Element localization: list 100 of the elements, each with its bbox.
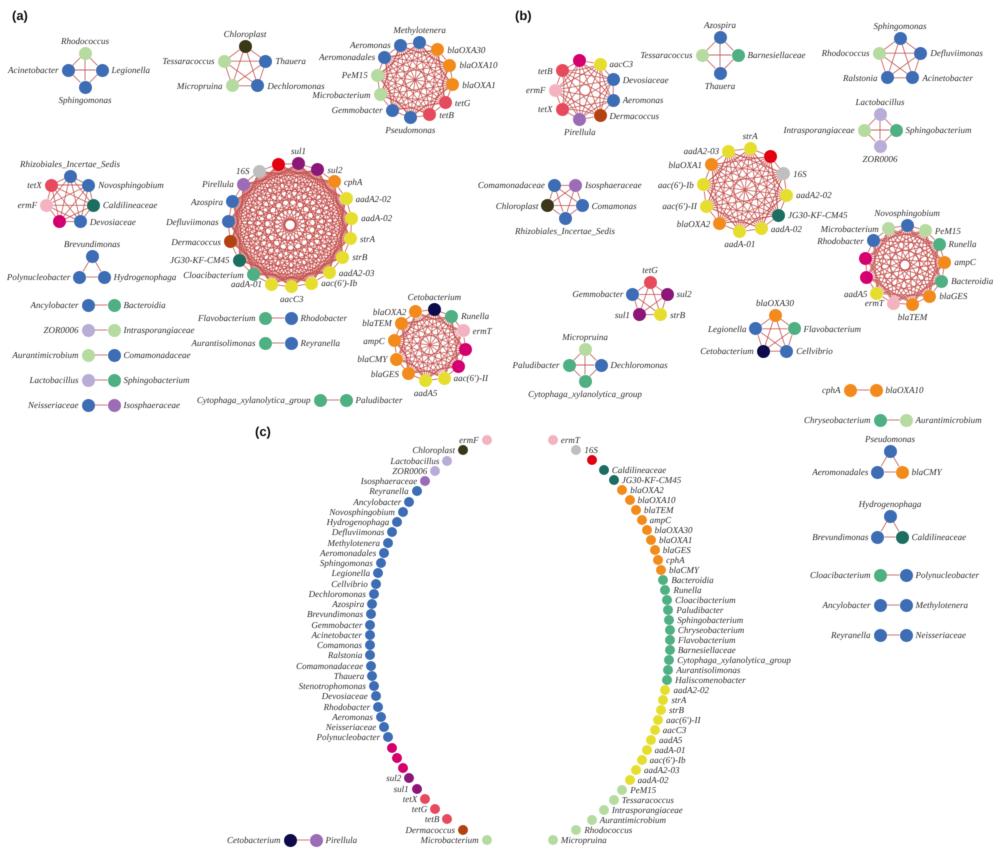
node-label: Runella [673, 585, 702, 595]
node-label: Rhodococcus [822, 48, 870, 58]
node-label: aac(6')-Ib [658, 180, 694, 190]
node-label: aadA2-03 [684, 146, 720, 156]
node-circle [284, 834, 296, 846]
node-circle [259, 54, 272, 68]
node-label: Rhodobacter [300, 313, 347, 323]
node-label: aac(6')-Ib [321, 278, 358, 288]
node-circle [383, 732, 393, 742]
node-circle [874, 628, 886, 642]
node-label: Defluviimonas [166, 216, 219, 227]
node-circle [224, 235, 237, 248]
node-circle [40, 198, 54, 212]
node-label: tetG [642, 264, 658, 274]
node-circle [438, 96, 452, 110]
node-circle [374, 88, 387, 102]
node-circle [900, 414, 912, 426]
node-label: Comamonas [317, 640, 362, 650]
node-label: Methylotenera [393, 24, 446, 35]
node-circle [654, 308, 668, 322]
node-circle [285, 280, 298, 294]
node-circle [608, 795, 619, 805]
node-label: aadA2-03 [644, 765, 680, 775]
node-circle [548, 835, 558, 845]
node-label: Ancylobacter [822, 600, 870, 610]
node-circle [378, 50, 392, 64]
node-circle [264, 278, 278, 291]
node-circle [392, 752, 402, 763]
node-circle [64, 170, 76, 182]
panel-label: (c) [255, 424, 271, 439]
node-label: cphA [344, 176, 362, 187]
panel-label: (a) [12, 8, 28, 23]
node-circle [664, 625, 675, 635]
node-circle [664, 645, 675, 655]
node-label: Thauera [704, 80, 736, 90]
node-circle [62, 64, 74, 76]
node-circle [562, 358, 576, 372]
node-circle [788, 322, 801, 336]
node-label: Polynucleobacter [316, 732, 380, 742]
node-label: Methylotenera [328, 538, 380, 548]
node-circle [284, 312, 298, 324]
node-circle [578, 342, 592, 356]
node-label: Polynucleobacter [6, 272, 70, 282]
node-circle [373, 702, 384, 712]
node-label: Pirellula [202, 179, 234, 190]
node-circle [700, 200, 713, 213]
node-label: aadA2-02 [673, 685, 709, 695]
node-label: sul2 [676, 289, 692, 300]
node-circle [874, 140, 886, 152]
node-circle [387, 527, 398, 538]
node-label: Lactobacillus [30, 375, 78, 385]
node-circle [558, 212, 572, 224]
node-label: Reyranella [369, 486, 409, 496]
node-circle [780, 188, 794, 202]
node-circle [756, 344, 770, 358]
node-circle [82, 348, 94, 362]
node-circle [402, 367, 415, 380]
node-circle [658, 575, 668, 585]
node-label: Barnesiellaceae [748, 50, 806, 60]
node-label: Cloacibacterium [810, 570, 870, 580]
node-label: aadA5 [658, 735, 682, 745]
node-circle [858, 124, 870, 136]
node-label: aadA-02 [770, 224, 802, 234]
node-circle [571, 825, 582, 835]
node-circle [696, 48, 708, 62]
node-circle [884, 444, 896, 458]
node-circle [722, 144, 736, 158]
node-label: Dechloromonas [610, 360, 668, 370]
node-circle [246, 268, 260, 282]
node-circle [617, 485, 628, 495]
node-circle [442, 456, 452, 466]
node-circle [859, 252, 872, 265]
node-circle [456, 324, 470, 338]
node-circle [82, 298, 94, 312]
node-circle [218, 54, 231, 68]
node-label: aadA-02 [638, 775, 669, 785]
node-circle [548, 178, 561, 192]
node-label: Intrasporangiaceae [784, 125, 854, 135]
node-circle [636, 755, 647, 765]
node-label: Chryseobacterium [804, 415, 870, 425]
node-label: PeM15 [630, 785, 656, 795]
node-circle [871, 466, 884, 478]
node-label: Bacteroidia [124, 300, 166, 310]
node-circle [409, 305, 422, 318]
node-label: aadA-01 [654, 745, 686, 755]
node-circle [365, 630, 376, 640]
node-label: Rhizobiales_Incertae_Sedis [515, 226, 615, 236]
node-circle [379, 548, 390, 558]
node-label: aacC3 [280, 294, 304, 304]
node-circle [772, 208, 786, 222]
node-label: Barnesiellaceae [678, 645, 736, 655]
node-circle [882, 222, 895, 236]
node-label: Neisseriaceae [326, 722, 376, 732]
node-label: blaTEM [362, 318, 392, 328]
panel-label: (b) [515, 8, 532, 23]
node-label: Aeromonas [622, 95, 664, 106]
node-circle [780, 344, 794, 358]
node-label: blaOXA10 [459, 60, 498, 70]
node-label: blaGES [370, 368, 399, 379]
node-label: blaCMY [668, 565, 699, 575]
